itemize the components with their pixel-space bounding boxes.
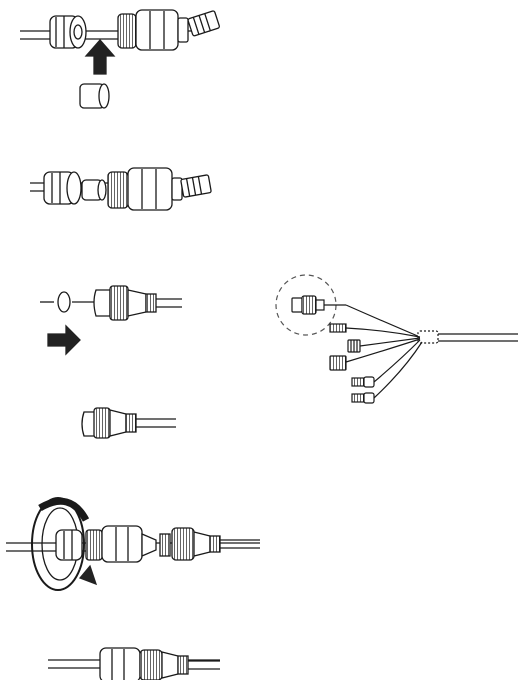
sealing-nut xyxy=(55,529,83,561)
step-fit-o-ring-to-port xyxy=(40,285,182,356)
terminal-block-icon xyxy=(347,337,421,353)
step-insert-seal-into-nut xyxy=(20,9,220,109)
camera-network-port xyxy=(159,527,221,561)
camera-cable-tail xyxy=(275,274,518,404)
camera-network-port xyxy=(93,285,157,321)
push-arrow-icon xyxy=(47,324,81,356)
step-assembled-connector xyxy=(48,647,220,680)
connector-body xyxy=(107,167,183,211)
step-assemble-sealing-nut xyxy=(30,167,212,211)
step-port-with-o-ring xyxy=(81,407,176,439)
sealing-nut xyxy=(43,171,82,205)
io-connector-icon xyxy=(329,338,421,371)
rj45-plug xyxy=(180,174,212,198)
rj45-plug xyxy=(187,10,220,37)
connector-body xyxy=(85,525,157,563)
rubber-seal xyxy=(79,83,110,109)
assembled-connector xyxy=(99,647,189,680)
cable-junction xyxy=(417,330,439,344)
connector-body xyxy=(117,9,189,51)
sealing-nut xyxy=(49,15,87,49)
rca-connector-icon xyxy=(351,341,423,404)
insert-arrow-icon xyxy=(84,39,116,75)
step-rotate-to-lock xyxy=(6,497,260,591)
power-connector-icon xyxy=(329,323,421,338)
rubber-seal xyxy=(81,179,107,201)
rca-connector-icon xyxy=(351,339,421,388)
network-port-icon xyxy=(291,295,325,315)
o-ring xyxy=(57,291,71,313)
